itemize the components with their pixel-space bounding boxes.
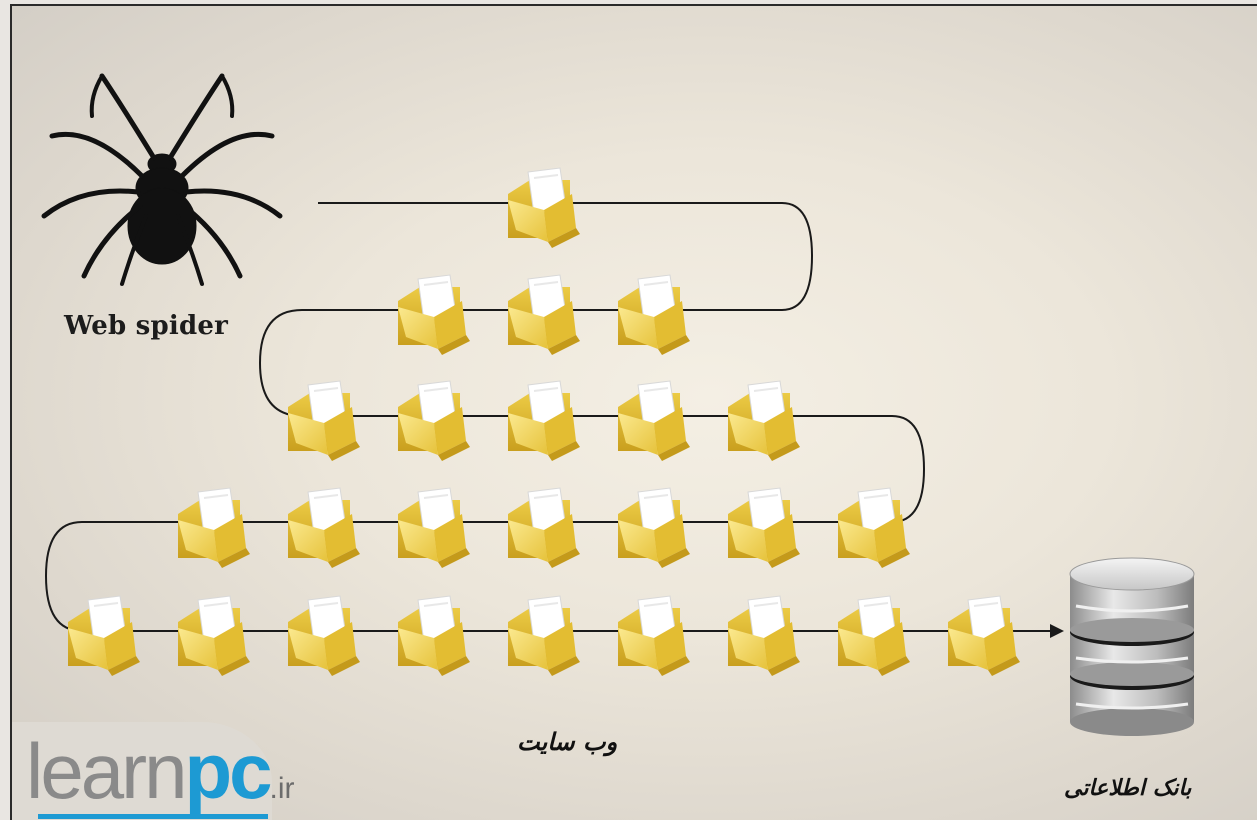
folder-icon — [508, 275, 580, 355]
folder-icon — [838, 596, 910, 676]
folder-icon — [618, 488, 690, 568]
folder-icon — [508, 596, 580, 676]
folder-icon — [618, 275, 690, 355]
folder-icon — [68, 596, 140, 676]
logo-underline — [38, 814, 268, 819]
logo-learn: learn — [26, 727, 184, 815]
folder-icon — [728, 596, 800, 676]
folder-icon — [838, 488, 910, 568]
folder-icon — [618, 596, 690, 676]
folder-icon — [508, 488, 580, 568]
folder-icon — [618, 381, 690, 461]
logo-tld: .ir — [269, 772, 294, 805]
learnpc-logo: learnpc.ir — [10, 722, 332, 820]
logo-text: learnpc.ir — [26, 732, 294, 810]
spider-label: Web spider — [64, 311, 228, 341]
folder-icon — [508, 381, 580, 461]
folder-icon — [288, 596, 360, 676]
website-label: وب سایت — [517, 728, 617, 756]
database-icon — [1070, 558, 1194, 736]
diagram-svg — [12, 6, 1257, 820]
logo-pc: pc — [184, 727, 269, 815]
folder-icon — [288, 488, 360, 568]
folder-icon — [288, 381, 360, 461]
folder-icon — [398, 381, 470, 461]
folder-icon — [948, 596, 1020, 676]
folder-icon — [728, 381, 800, 461]
folder-icon — [728, 488, 800, 568]
database-label: بانک اطلاعاتی — [1064, 776, 1191, 801]
folder-icon — [398, 488, 470, 568]
diagram-canvas: Web spider وب سایت بانک اطلاعاتی learnpc… — [10, 4, 1257, 820]
folder-icon — [398, 275, 470, 355]
arrow-head-icon — [1050, 624, 1064, 638]
folder-icon — [178, 596, 250, 676]
folder-grid — [68, 168, 1020, 676]
folder-icon — [178, 488, 250, 568]
folder-icon — [398, 596, 470, 676]
spider-icon — [44, 76, 280, 284]
folder-icon — [508, 168, 580, 248]
